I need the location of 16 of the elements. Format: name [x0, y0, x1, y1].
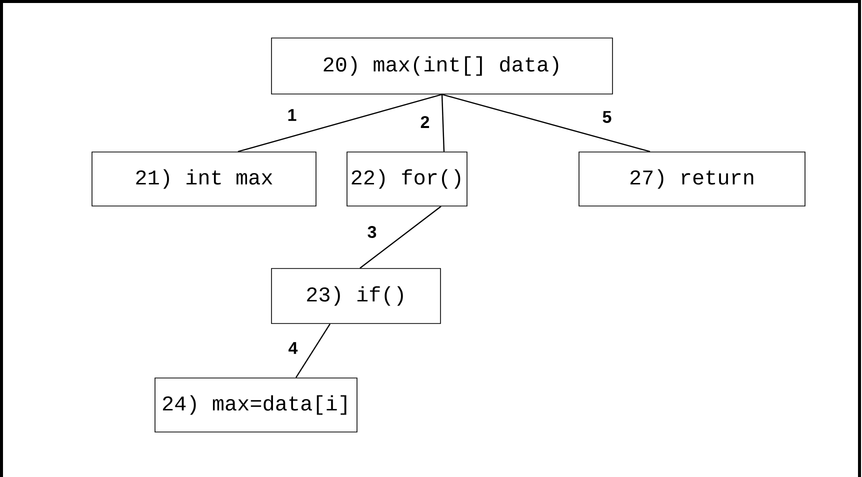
code-box: 20) max(int[] data) [271, 38, 613, 94]
code-box: 22) for() [346, 152, 468, 206]
code-box: 21) int max [92, 152, 316, 206]
code-box: 27) return [578, 152, 806, 206]
connector-line [238, 94, 442, 152]
connector-line [441, 94, 445, 152]
code-box: 24) max=data[i] [154, 378, 358, 432]
edge-label: 5 [601, 110, 613, 124]
edge-label: 2 [419, 115, 431, 129]
connector-line [296, 324, 331, 378]
connector-line [442, 94, 650, 152]
edge-label: 4 [287, 341, 299, 355]
edge-label: 3 [366, 224, 378, 240]
edge-label: 1 [286, 108, 298, 122]
connector-line [360, 206, 442, 269]
code-box: 23) if() [271, 268, 441, 324]
